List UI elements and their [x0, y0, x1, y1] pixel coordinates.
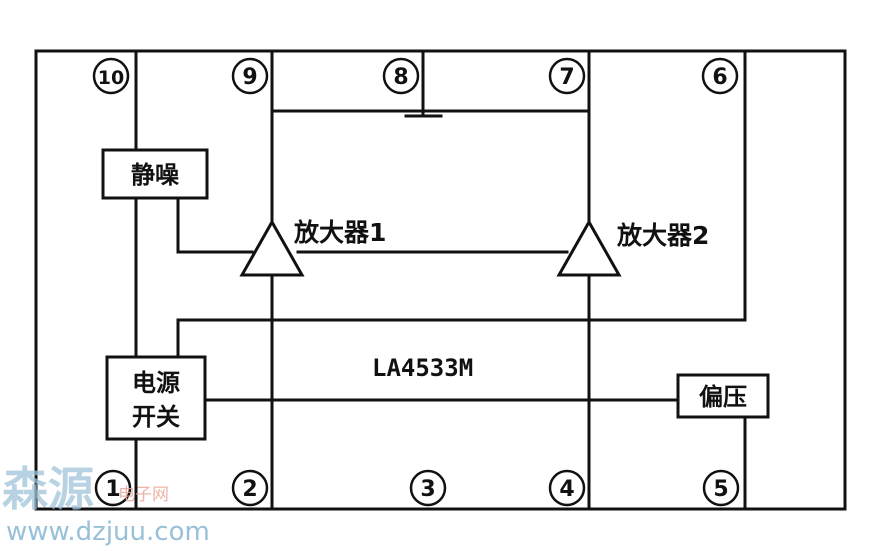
pin-8-number: 8 [393, 65, 408, 90]
pin-7-marker: 7 [548, 57, 586, 95]
power-switch-label-line2: 开关 [132, 403, 180, 431]
pin-9-number: 9 [242, 65, 257, 90]
pin-5-marker: 5 [702, 469, 740, 507]
pin-6-marker: 6 [701, 57, 739, 95]
mute-block-label: 静噪 [131, 161, 180, 189]
pin-5-number: 5 [713, 477, 728, 502]
pin-6-to-power-switch-wire [176, 318, 747, 359]
chip-label: LA4533M [372, 354, 473, 382]
pin-7-number: 7 [559, 65, 574, 90]
pin-2-marker: 2 [231, 469, 269, 507]
watermark-subtext: 电子网 [118, 485, 169, 505]
pin-1-marker: 1 [94, 469, 132, 507]
watermark-logo: 森源 [2, 462, 94, 516]
watermark: 森源 电子网 www.dzjuu.com [2, 462, 210, 547]
amplifier-1-label: 放大器1 [293, 218, 386, 247]
mute-to-amp1-wire [176, 196, 254, 254]
bias-block [676, 373, 770, 419]
pin-3-number: 3 [420, 477, 435, 502]
bias-block-label: 偏压 [699, 383, 747, 411]
pin-4-number: 4 [559, 477, 574, 502]
pin-6-number: 6 [712, 65, 727, 90]
pin-4-marker: 4 [548, 469, 586, 507]
power-switch-label-line1: 电源 [132, 369, 180, 397]
pin-1-number: 1 [105, 477, 120, 502]
amplifier-1-symbol [239, 218, 305, 277]
chip-outline [34, 49, 847, 511]
pin-10-marker: 10 [92, 57, 130, 95]
pin-2-number: 2 [242, 477, 257, 502]
mute-block [101, 148, 209, 200]
pin-10-number: 10 [98, 67, 124, 89]
amplifier-2-symbol [556, 218, 622, 277]
pin-8-marker: 8 [382, 57, 420, 95]
pin-3-marker: 3 [409, 469, 447, 507]
pin-9-marker: 9 [231, 57, 269, 95]
watermark-url: www.dzjuu.com [6, 517, 210, 546]
power-switch-block [105, 355, 207, 441]
amplifier-2-label: 放大器2 [616, 221, 709, 250]
